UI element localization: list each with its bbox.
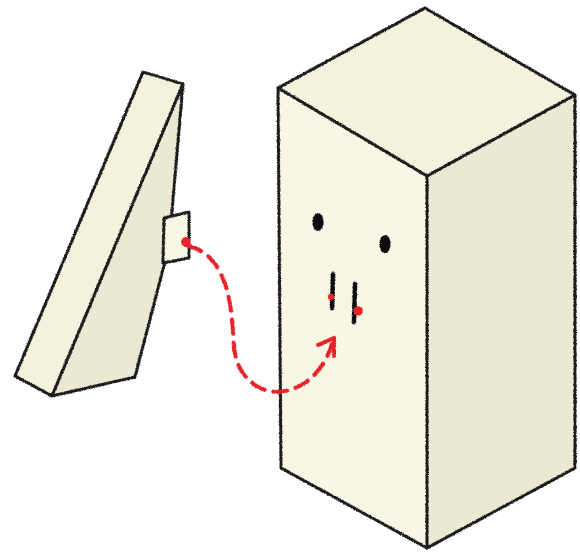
box-side-face [427,95,575,548]
socket-slot-right [354,284,355,322]
arrow-end-dot-right [353,306,363,316]
plug-device [15,72,189,396]
right-eye [380,235,391,253]
arrow-end-dot-left [328,294,334,300]
socket-slot-left [332,274,333,308]
box-character [278,8,575,548]
left-eye [313,213,324,231]
